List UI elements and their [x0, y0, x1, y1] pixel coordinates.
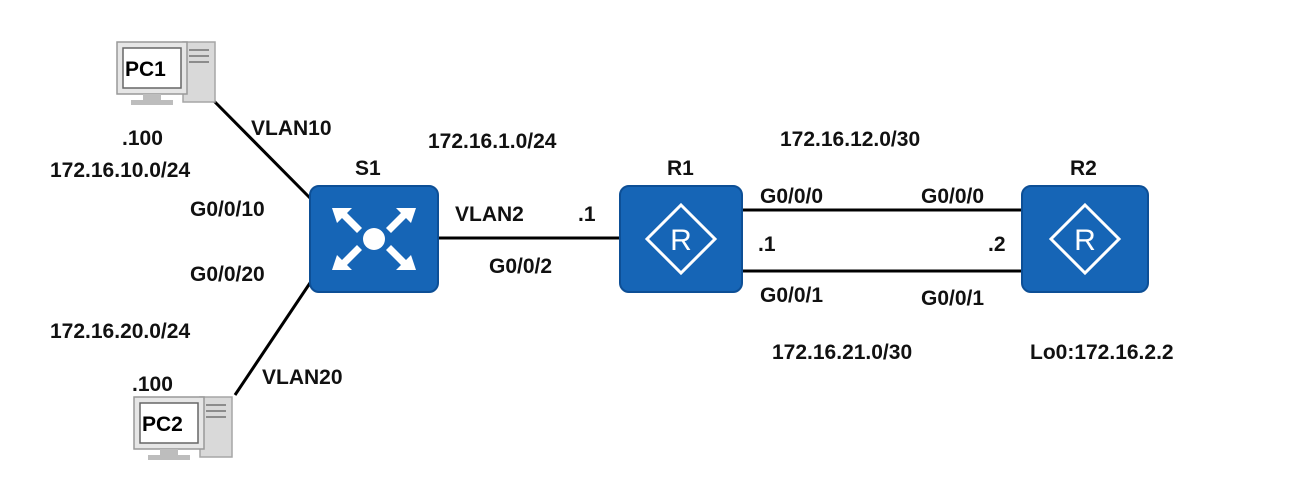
s1-layer3-switch-icon[interactable] — [309, 185, 439, 293]
r1-label: R1 — [667, 157, 694, 180]
link-pc2-s1 — [233, 279, 314, 396]
pc2-desktop-computer-icon[interactable] — [133, 396, 233, 460]
r1-router-icon[interactable]: R — [619, 185, 743, 293]
r2-ip-top: .2 — [988, 233, 1006, 256]
r2-label: R2 — [1070, 157, 1097, 180]
r1-ip-top: .1 — [758, 233, 776, 256]
svg-text:R: R — [670, 224, 692, 257]
vlan2-label: VLAN2 — [455, 203, 524, 226]
pc1-desktop-computer-icon[interactable] — [116, 41, 216, 105]
r2-router-icon[interactable]: R — [1021, 185, 1149, 293]
r1-ip-vlan2: .1 — [578, 203, 596, 226]
s1-port-g0-0-20: G0/0/20 — [190, 263, 265, 286]
pc2-label: PC2 — [142, 413, 183, 436]
pc2-ip-suffix: .100 — [132, 373, 173, 396]
s1-port-g0-0-10: G0/0/10 — [190, 198, 265, 221]
vlan20-label: VLAN20 — [262, 366, 343, 389]
svg-text:R: R — [1074, 224, 1096, 257]
r1-r2-bottom-subnet: 172.16.21.0/30 — [772, 341, 913, 364]
pc1-subnet: 172.16.10.0/24 — [50, 159, 191, 182]
pc1-ip-suffix: .100 — [122, 127, 163, 150]
r2-loopback: Lo0:172.16.2.2 — [1030, 341, 1174, 364]
r2-port-g0-0-1: G0/0/1 — [921, 287, 985, 310]
pc1-label: PC1 — [125, 58, 166, 81]
r1-port-g0-0-1: G0/0/1 — [760, 284, 824, 307]
pc2-subnet: 172.16.20.0/24 — [50, 320, 191, 343]
r2-port-g0-0-0: G0/0/0 — [921, 185, 985, 208]
link-pc1-s1 — [208, 95, 314, 202]
r1-r2-top-subnet: 172.16.12.0/30 — [780, 128, 921, 151]
s1-r1-subnet: 172.16.1.0/24 — [428, 130, 557, 153]
r1-port-g0-0-0: G0/0/0 — [760, 185, 824, 208]
vlan10-label: VLAN10 — [251, 117, 332, 140]
s1-port-g0-0-2: G0/0/2 — [489, 255, 553, 278]
s1-label: S1 — [355, 157, 381, 180]
